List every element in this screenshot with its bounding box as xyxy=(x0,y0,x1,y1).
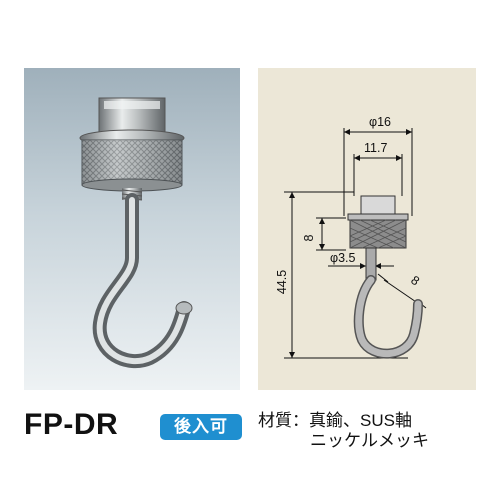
spec-material: 真鍮、SUS軸 xyxy=(309,411,412,430)
model-number: FP-DR xyxy=(24,408,119,441)
hook-photo-illustration xyxy=(79,97,193,369)
dim-total-height: 44.5 xyxy=(275,270,289,294)
technical-drawing: φ16 11.7 8 44.5 φ3.5 8 xyxy=(258,68,476,390)
dim-head-diameter: φ16 xyxy=(369,115,391,129)
material-spec: 材質：真鍮、SUS軸 ニッケルメッキ xyxy=(258,411,429,451)
dim-top-width: 11.7 xyxy=(364,141,387,155)
dim-shaft-diameter: φ3.5 xyxy=(330,251,356,265)
dimension-drawing: φ16 11.7 8 44.5 φ3.5 8 xyxy=(275,115,427,359)
rear-insert-badge: 後入可 xyxy=(160,414,242,440)
product-photo xyxy=(24,68,240,390)
dim-knob-height: 8 xyxy=(302,234,316,241)
spec-label: 材質： xyxy=(258,411,309,430)
spec-finish: ニッケルメッキ xyxy=(310,431,429,450)
dim-hook-opening: 8 xyxy=(408,273,422,288)
